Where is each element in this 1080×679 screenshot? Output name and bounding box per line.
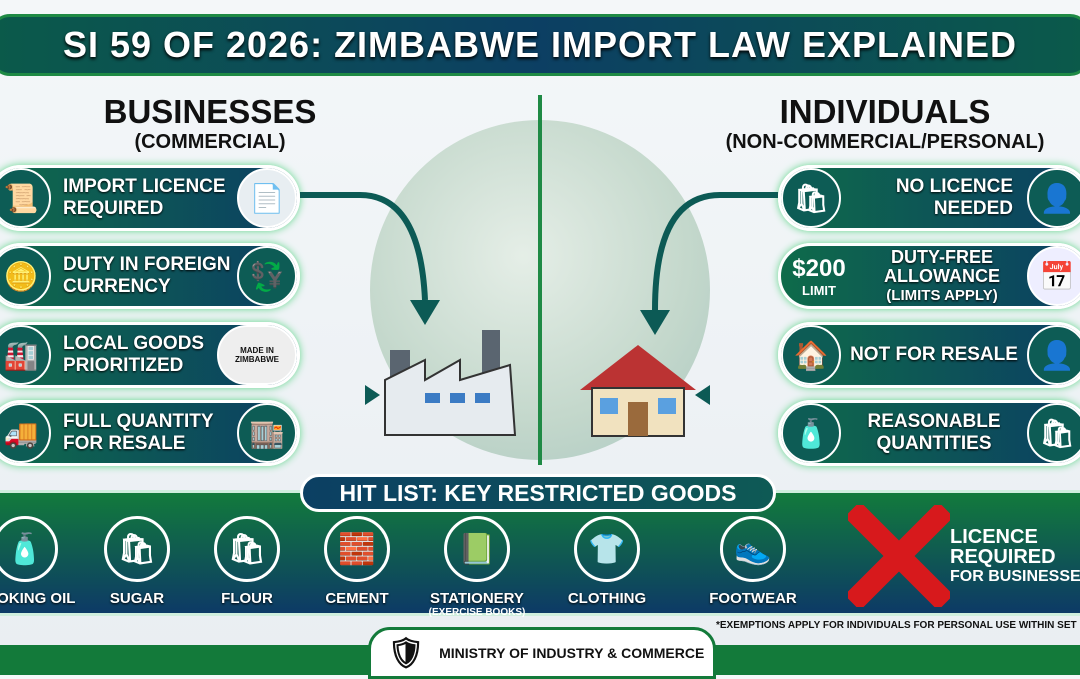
good-stationery: 📗 STATIONERY(EXERCISE BOOKS)	[412, 516, 542, 618]
house-icon	[580, 345, 696, 437]
item-line: NEEDED	[933, 198, 1013, 219]
arrow-business	[300, 192, 428, 301]
ministry-badge: 🛡 MINISTRY OF INDUSTRY & COMMERCE	[368, 627, 716, 679]
good-label: SUGAR	[109, 590, 165, 607]
businesses-heading: BUSINESSES	[103, 93, 317, 130]
individuals-header: INDIVIDUALS (NON-COMMERCIAL/PERSONAL)	[700, 94, 1070, 154]
factory-icon: 🏭	[0, 325, 51, 385]
good-label: FOOTWEAR	[709, 590, 797, 607]
businesses-subheading: (COMMERCIAL)	[134, 131, 286, 153]
good-footwear: 👟 FOOTWEAR	[688, 516, 818, 607]
arrow-head	[410, 300, 440, 325]
item-line: DUTY IN FOREIGN	[63, 254, 231, 275]
notebook-icon: 📗	[444, 516, 510, 582]
shoes-icon: 👟	[720, 516, 786, 582]
tshirt-icon: 👕	[574, 516, 640, 582]
coat-of-arms-icon: 🛡	[387, 636, 426, 670]
item-line: LOCAL GOODS	[63, 333, 205, 354]
item-line: DUTY-FREE	[890, 246, 993, 267]
good-label: COOKING OIL	[0, 590, 76, 607]
good-cooking-oil: 🧴 COOKING OIL	[0, 516, 90, 607]
item-line: FOR RESALE	[63, 433, 186, 454]
good-label: FLOUR	[221, 590, 273, 607]
arrow-individual	[652, 192, 778, 311]
footnote: *EXEMPTIONS APPLY FOR INDIVIDUALS FOR PE…	[716, 620, 1080, 631]
flour-sack-icon: 🛍	[214, 516, 280, 582]
calendar-icon: 📅	[1027, 246, 1080, 306]
good-sublabel: (EXERCISE BOOKS)	[428, 607, 526, 618]
oil-bottles-icon: 🧴	[781, 403, 841, 463]
limit-amount: $200	[792, 254, 846, 282]
page-title: SI 59 OF 2026: ZIMBABWE IMPORT LAW EXPLA…	[0, 14, 1080, 76]
good-label: CEMENT	[325, 590, 389, 607]
item-line: NO LICENCE	[895, 176, 1013, 197]
center-divider	[538, 95, 542, 465]
individuals-subheading: (NON-COMMERCIAL/PERSONAL)	[725, 131, 1045, 153]
person-icon: 👤	[1027, 168, 1080, 228]
document-icon: 📄	[237, 168, 297, 228]
oil-bottle-icon: 🧴	[0, 516, 58, 582]
good-sugar: 🛍 SUGAR	[72, 516, 202, 607]
item-line: QUANTITIES	[876, 433, 992, 454]
ministry-name: MINISTRY OF INDUSTRY & COMMERCE	[439, 645, 705, 661]
businesses-header: BUSINESSES (COMMERCIAL)	[60, 94, 360, 154]
item-line: (LIMITS APPLY)	[886, 286, 998, 304]
good-flour: 🛍 FLOUR	[182, 516, 312, 607]
item-line: FULL QUANTITY	[63, 411, 214, 432]
licence-warning: LICENCE REQUIRED FOR BUSINESSES	[950, 527, 1080, 587]
item-line: REQUIRED	[63, 198, 164, 219]
shopper-icon: 🛍	[781, 168, 841, 228]
arrow-into-factory	[365, 385, 380, 405]
warning-line: LICENCE	[950, 526, 1038, 548]
rice-sack-icon: 🛍	[1027, 403, 1080, 463]
good-label: STATIONERY	[430, 590, 524, 607]
individual-item-resale: 🏠 NOT FOR RESALE 👤	[778, 322, 1080, 388]
warning-line: REQUIRED	[950, 546, 1056, 568]
good-cement: 🧱 CEMENT	[292, 516, 422, 607]
item-line: CURRENCY	[63, 276, 171, 297]
individuals-heading: INDIVIDUALS	[779, 93, 991, 130]
item-line: NOT FOR RESALE	[850, 344, 1018, 365]
cement-bag-icon: 🧱	[324, 516, 390, 582]
factory-icon	[384, 330, 517, 436]
item-line: PRIORITIZED	[63, 355, 184, 376]
hit-list-heading: HIT LIST: KEY RESTRICTED GOODS	[300, 474, 776, 512]
truck-icon: 🚚	[0, 403, 51, 463]
sugar-sack-icon: 🛍	[104, 516, 170, 582]
warehouse-icon: 🏬	[237, 403, 297, 463]
arrow-head	[640, 310, 670, 335]
house-icon: 🏠	[781, 325, 841, 385]
red-x-icon	[848, 505, 950, 607]
limit-label: LIMIT	[802, 282, 836, 298]
person-box-icon: 👤	[1027, 325, 1080, 385]
item-line: IMPORT LICENCE	[63, 176, 226, 197]
warning-line: FOR BUSINESSES	[950, 568, 1080, 585]
flow-arrows	[300, 192, 778, 437]
made-in-zimbabwe-badge: MADE IN ZIMBABWE	[217, 325, 297, 385]
certificate-icon: 📜	[0, 168, 51, 228]
item-line: REASONABLE	[867, 411, 1001, 432]
item-line: ALLOWANCE	[884, 265, 1000, 286]
good-label: CLOTHING	[567, 590, 647, 607]
good-clothing: 👕 CLOTHING	[542, 516, 672, 607]
coins-hand-icon: 💱	[237, 246, 297, 306]
arrow-into-house	[695, 385, 710, 405]
coin-icon: 🪙	[0, 246, 51, 306]
